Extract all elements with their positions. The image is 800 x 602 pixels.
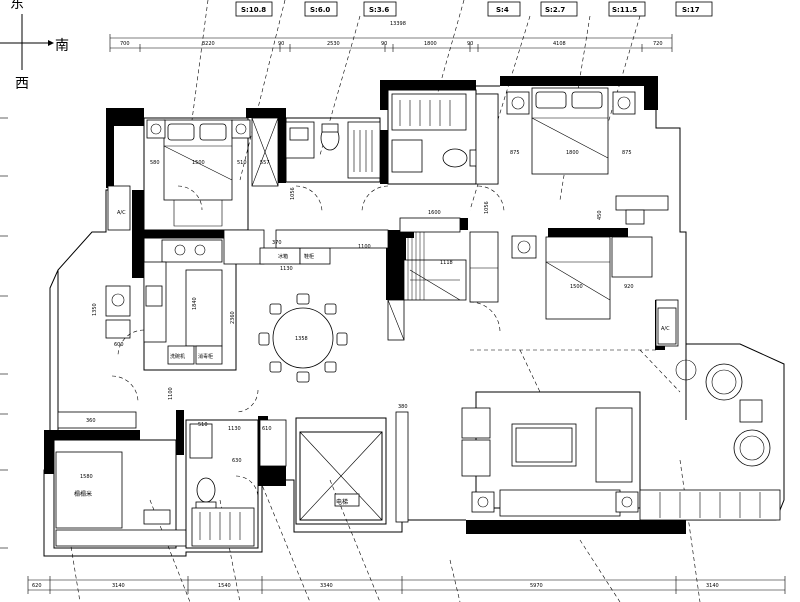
corridor: 1600 1056 1118 <box>399 93 499 303</box>
living-room <box>461 349 781 521</box>
top-dimensions: 13398 700 3220 90 2530 90 1800 90 4108 7… <box>109 21 673 52</box>
dim-total: 13398 <box>390 21 406 27</box>
top-dim-6: 90 <box>467 41 473 47</box>
dim-557: 557 <box>260 160 270 166</box>
dim-1500b: 1500 <box>570 284 583 290</box>
label-tatami: 榻榻米 <box>74 490 92 498</box>
area-tag-5: S:2.7 <box>545 6 565 14</box>
bedroom-middle-right: 1500 920 <box>470 235 679 351</box>
bottom-dim-4: 5970 <box>530 583 543 589</box>
ac-label-left: A/C <box>117 210 126 216</box>
dim-1358: 1358 <box>295 336 308 342</box>
kitchen: 洗碗机 消毒柜 1840 2360 <box>143 237 237 371</box>
dim-875a: 875 <box>510 150 520 156</box>
dim-600a: 600 <box>114 342 124 348</box>
dining-table: 1358 <box>258 293 348 383</box>
top-dim-5: 1800 <box>424 41 437 47</box>
dim-580: 580 <box>150 160 160 166</box>
left-ticks <box>0 117 8 549</box>
dim-875b: 875 <box>622 150 632 156</box>
bottom-dim-2: 1540 <box>218 583 231 589</box>
dim-1100: 1100 <box>358 244 371 250</box>
dim-1600: 1600 <box>428 210 441 216</box>
dim-1130b: 1130 <box>228 426 241 432</box>
bedroom-top-right: 875 1800 875 450 <box>506 87 669 225</box>
tatami-room: 榻榻米 1580 <box>53 439 187 549</box>
dim-380: 380 <box>398 404 408 410</box>
label-elevator: 电梯 <box>336 498 348 506</box>
dim-450: 450 <box>597 210 603 220</box>
area-tag-1: S:10.8 <box>241 6 266 14</box>
compass-west: 西 <box>15 76 29 92</box>
top-dim-3: 2530 <box>327 41 340 47</box>
area-tag-3: S:3.6 <box>369 6 389 14</box>
ac-unit-right: A/C <box>657 307 677 345</box>
dim-2360: 2360 <box>230 311 236 324</box>
compass: 东 南 西 <box>0 0 69 92</box>
kitchen-appliance-1: 洗碗机 <box>170 353 185 360</box>
dim-1500: 1500 <box>192 160 205 166</box>
dim-1118: 1118 <box>440 260 453 266</box>
dim-370: 370 <box>272 240 282 246</box>
compass-south: 南 <box>55 38 69 54</box>
area-tag-6: S:11.5 <box>612 6 637 14</box>
label-fridge: 冰箱 <box>278 253 288 260</box>
top-dim-4: 90 <box>381 41 387 47</box>
top-dim-2: 90 <box>278 41 284 47</box>
area-tag-4: S:4 <box>496 6 509 14</box>
dim-1840: 1840 <box>192 297 198 310</box>
compass-north: 东 <box>10 0 24 12</box>
bottom-dim-1: 3140 <box>112 583 125 589</box>
bottom-dim-5: 3140 <box>706 583 719 589</box>
bottom-dim-3: 3340 <box>320 583 333 589</box>
dim-1056b: 1056 <box>484 201 490 214</box>
dim-1100b: 1100 <box>168 387 174 400</box>
stair-hatch <box>407 232 425 300</box>
dim-610: 610 <box>262 426 272 432</box>
area-tag-2: S:6.0 <box>310 6 330 14</box>
dim-920: 920 <box>624 284 634 290</box>
dim-1580: 1580 <box>80 474 93 480</box>
dim-510: 510 <box>237 160 247 166</box>
bottom-dim-0: 620 <box>32 583 42 589</box>
dim-510b: 510 <box>198 422 208 428</box>
top-dim-8: 720 <box>653 41 663 47</box>
dim-1350: 1350 <box>92 303 98 316</box>
door-swings <box>111 185 505 499</box>
dim-360: 360 <box>86 418 96 424</box>
top-dim-7: 4108 <box>553 41 566 47</box>
dim-1056a: 1056 <box>290 187 296 200</box>
bedroom-top-left: 580 1500 510 557 <box>143 117 279 231</box>
area-tag-7: S:17 <box>682 6 700 14</box>
dining-cabinets: 冰箱 鞋柜 370 1100 1130 <box>223 229 389 272</box>
kitchen-appliance-2: 消毒柜 <box>198 353 213 360</box>
area-tags: S:10.8 S:6.0 S:3.6 S:4 S:2.7 S:11.5 S:17 <box>189 0 713 211</box>
label-cabinet: 鞋柜 <box>304 253 314 260</box>
bathroom-top: 1056 <box>285 117 381 200</box>
ac-label-right: A/C <box>661 326 670 332</box>
dim-630: 630 <box>232 458 242 464</box>
top-dim-1: 3220 <box>202 41 215 47</box>
top-dim-0: 700 <box>120 41 130 47</box>
dim-1130: 1130 <box>280 266 293 272</box>
bedroom-left: 1350 600 A/C 360 1100 <box>57 185 174 429</box>
dim-1800: 1800 <box>566 150 579 156</box>
bathroom-lower: 510 1130 630 610 <box>185 419 287 549</box>
elevator: 电梯 380 <box>295 404 409 525</box>
